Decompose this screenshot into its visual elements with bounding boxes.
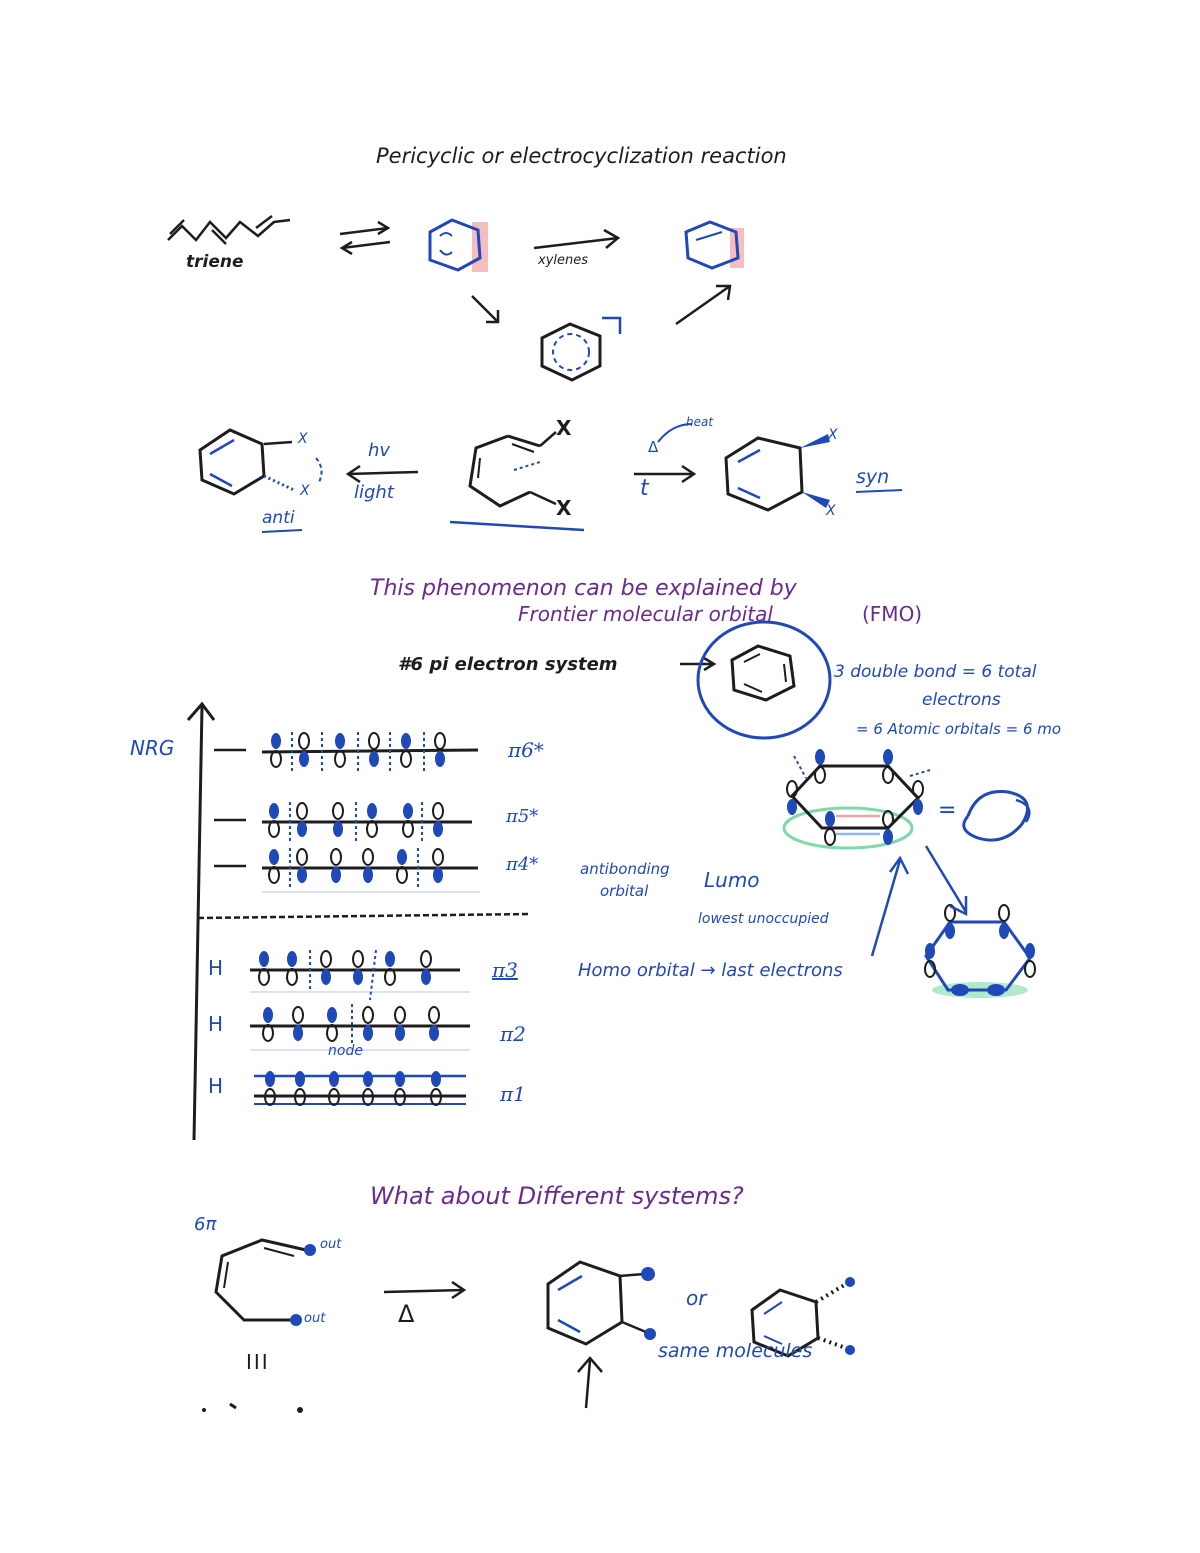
mo-level-pi5	[214, 802, 472, 842]
out-label-top: out	[320, 1237, 342, 1252]
acyclic-triene-substituted	[214, 1238, 316, 1326]
hv-arrow	[345, 464, 419, 484]
energy-axis	[186, 701, 216, 1141]
or-label: or	[686, 1286, 707, 1310]
heat-arrow	[634, 423, 697, 484]
lumo-ring-diagram	[782, 748, 1031, 850]
node-label: node	[328, 1043, 363, 1059]
homo-ring-diagram	[924, 904, 1036, 998]
fmo-abbr: (FMO)	[862, 602, 923, 626]
anti-x-top: X	[298, 431, 308, 447]
energy-axis-label: NRG	[130, 736, 175, 760]
heat-delta-label: Δ	[398, 1300, 415, 1328]
mo-level-pi4	[214, 848, 480, 893]
homo-lumo-gap-line	[197, 912, 531, 920]
level-pi2-label: π2	[500, 1022, 526, 1046]
light-label: light	[354, 482, 394, 503]
equilibrium-arrows	[339, 220, 391, 256]
page-title: Pericyclic or electrocyclization reactio…	[376, 144, 787, 168]
xylenes-arrow	[533, 228, 621, 250]
delta-label: Δ	[648, 438, 659, 456]
fmo-annotation-arrows	[870, 845, 968, 957]
anti-x-bottom: X	[300, 483, 310, 499]
different-systems-heading: What about Different systems?	[370, 1182, 744, 1210]
six-pi-label: 6π	[194, 1214, 217, 1235]
electron-pair-pi1: H	[208, 1074, 224, 1098]
syn-label: syn	[856, 466, 890, 488]
electron-pair-pi3: H	[208, 956, 224, 980]
triene-label: triene	[186, 252, 244, 272]
antibonding-label: antibonding	[580, 860, 670, 878]
substrate-x-bottom: X	[556, 496, 572, 520]
thermal-arrow	[383, 1280, 467, 1300]
pi-system-arrow	[680, 656, 717, 672]
atomic-orbitals-note: = 6 Atomic orbitals = 6 mo	[856, 720, 1062, 738]
homo-label: Homo orbital → last electrons	[578, 960, 843, 981]
t-label: t	[640, 476, 649, 501]
level-pi4-label: π4*	[506, 854, 539, 875]
triene-structure	[167, 215, 291, 245]
substrate-x-top: X	[556, 416, 572, 440]
mo-level-pi1	[254, 1070, 466, 1106]
alternative-product-wedges	[750, 1277, 855, 1358]
equals-sign: =	[938, 798, 957, 823]
orbital-label: orbital	[600, 882, 649, 900]
level-pi5-label: π5*	[506, 806, 539, 827]
phenomenon-heading: This phenomenon can be explained by	[370, 576, 797, 601]
hv-label: hv	[368, 440, 391, 461]
out-label-bottom: out	[304, 1311, 326, 1326]
double-bond-note: 3 double bond = 6 total	[834, 662, 1037, 682]
anti-label: anti	[262, 508, 295, 528]
level-pi3-label: π3	[492, 958, 518, 982]
pi-system-label: #6 pi electron system	[398, 654, 618, 675]
tally-marks: III	[246, 1350, 270, 1374]
level-pi6-label: π6*	[508, 738, 544, 762]
level-pi1-label: π1	[500, 1082, 526, 1106]
electrons-note: electrons	[922, 690, 1001, 710]
electron-pair-pi2: H	[208, 1012, 224, 1036]
syn-product-ring	[724, 434, 903, 512]
lowest-unoccupied-label: lowest unoccupied	[698, 911, 829, 927]
mo-level-pi3	[250, 949, 470, 1001]
lumo-label: Lumo	[704, 868, 760, 892]
heat-label: heat	[686, 415, 714, 429]
cyclohexadiene-product	[684, 220, 744, 270]
syn-x-top: X	[828, 427, 838, 443]
frontier-label: Frontier molecular orbital	[518, 602, 773, 626]
anti-product-ring	[198, 428, 323, 533]
syn-x-bottom: X	[826, 503, 836, 519]
mo-level-pi6	[214, 732, 479, 772]
cyclized-product-dots	[546, 1260, 656, 1409]
aromatic-intermediate	[471, 284, 732, 382]
hexatriene-ring-highlighted	[428, 218, 488, 272]
triene-substrate-ring	[449, 431, 585, 532]
benzene-circled	[696, 620, 832, 740]
xylenes-label: xylenes	[538, 253, 589, 268]
mo-level-pi2	[250, 1004, 470, 1051]
same-molecules-label: same molecules	[658, 1340, 813, 1362]
stray-marks	[202, 1402, 303, 1413]
